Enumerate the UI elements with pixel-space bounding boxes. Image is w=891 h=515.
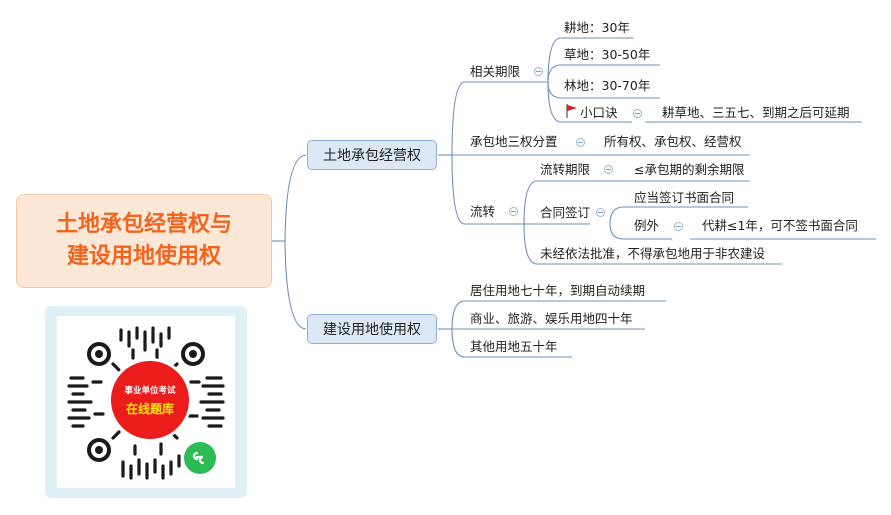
qr-badge-line2: 在线题库 [125, 401, 174, 416]
tip-label[interactable]: 小口诀 [580, 105, 618, 120]
qr-center-badge: 事业单位考试 在线题库 [108, 358, 192, 442]
qr-code-pattern [67, 326, 225, 480]
tip-text[interactable]: 耕草地、三五七、到期之后可延期 [662, 105, 850, 120]
construction-item-residential[interactable]: 居住用地七十年，到期自动续期 [470, 283, 646, 298]
collapse-icon[interactable] [633, 109, 642, 118]
construction-item-commercial[interactable]: 商业、旅游、娱乐用地四十年 [470, 311, 633, 326]
transfer-period-label[interactable]: 流转期限 [540, 162, 591, 177]
contract-rule[interactable]: 应当签订书面合同 [634, 190, 735, 205]
contract-label[interactable]: 合同签订 [540, 205, 591, 220]
collapse-icon[interactable] [509, 207, 518, 216]
transfer-period-text[interactable]: ≤承包期的剩余期限 [634, 162, 745, 177]
collapse-icon[interactable] [596, 208, 605, 217]
collapse-icon[interactable] [534, 67, 543, 76]
contract-exception-text[interactable]: 代耕≤1年，可不签书面合同 [702, 218, 858, 233]
root-title-line2: 建设用地使用权 [66, 244, 221, 269]
construction-item-other[interactable]: 其他用地五十年 [470, 339, 558, 354]
qr-badge-line1: 事业单位考试 [124, 385, 176, 396]
separation-label[interactable]: 承包地三权分置 [470, 134, 558, 149]
term-item-farmland[interactable]: 耕地：30年 [564, 20, 630, 35]
separation-text[interactable]: 所有权、承包权、经营权 [604, 134, 742, 149]
contract-exception-label[interactable]: 例外 [634, 218, 660, 233]
transfer-label[interactable]: 流转 [470, 204, 496, 219]
transfer-ban[interactable]: 未经依法批准，不得承包地用于非农建设 [540, 246, 766, 261]
term-item-grassland[interactable]: 草地：30-50年 [564, 47, 651, 62]
flag-icon [566, 104, 577, 118]
root-title-line1: 土地承包经营权与 [55, 212, 232, 237]
collapse-icon[interactable] [576, 138, 585, 147]
term-label[interactable]: 相关期限 [470, 64, 521, 79]
root-topic[interactable]: 土地承包经营权与 建设用地使用权 [16, 194, 272, 288]
term-item-forest[interactable]: 林地：30-70年 [564, 78, 651, 93]
branch-land-contract[interactable]: 土地承包经营权 [307, 140, 437, 170]
wechat-mini-program-icon [184, 442, 216, 474]
collapse-icon[interactable] [604, 165, 613, 174]
branch-construction-land[interactable]: 建设用地使用权 [307, 314, 437, 344]
collapse-icon[interactable] [674, 222, 683, 231]
